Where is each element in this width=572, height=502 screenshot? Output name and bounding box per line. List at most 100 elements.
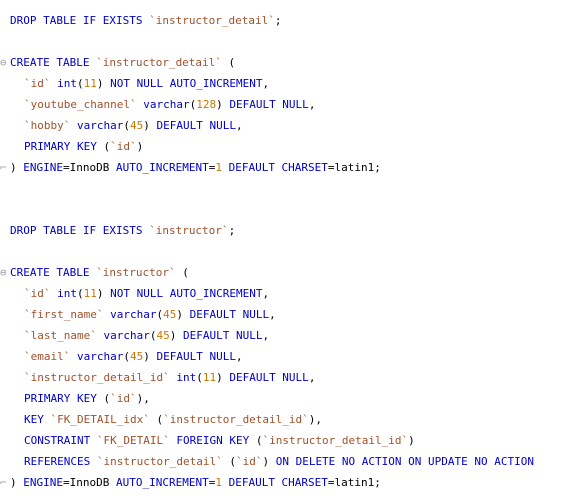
fold-collapse-icon[interactable]: ⊖ [0,266,7,279]
code-content: `instructor_detail_id` int(11) DEFAULT N… [10,367,315,388]
code-token-id: `id` [24,287,51,300]
code-content: REFERENCES `instructor_detail` (`id`) ON… [10,451,534,472]
code-content: `youtube_channel` varchar(128) DEFAULT N… [10,94,315,115]
code-token-id: `youtube_channel` [24,98,137,111]
code-token-kw: FOREIGN KEY [176,434,250,447]
code-token-pl: =InnoDB [63,161,116,174]
code-token-pl: ) [143,350,157,363]
code-token-pl: ) [10,476,24,489]
code-content: KEY `FK_DETAIL_idx` (`instructor_detail_… [10,409,322,430]
code-token-pl: ( [77,77,84,90]
code-token-pl [90,455,97,468]
code-token-num: 1 [215,161,222,174]
code-token-kw: varchar [143,98,190,111]
code-token-pl: ; [228,224,236,237]
code-token-id: `instructor_detail` [149,14,275,27]
code-token-pl: ( [221,56,236,69]
code-token-pl: ( [175,266,189,279]
code-token-pl: ( [123,350,130,363]
fold-collapse-icon[interactable]: ⊖ [0,56,7,69]
code-token-pl: ) [262,455,276,468]
code-token-kw: ENGINE [23,476,63,489]
fold-end-icon: ⌐ [0,476,7,489]
code-token-kw: AUTO_INCREMENT [115,161,209,174]
code-content: CREATE TABLE `instructor` ( [10,262,189,283]
code-token-kw: NOT NULL AUTO_INCREMENT [110,287,263,300]
code-token-pl: ) [216,98,230,111]
code-token-pl: ( [249,434,263,447]
code-token-kw: NOT NULL AUTO_INCREMENT [110,77,263,90]
code-token-num: 45 [163,308,177,321]
code-token-kw: varchar [76,350,124,363]
code-token-pl: , [262,77,270,90]
code-token-pl: ) [136,140,144,153]
code-token-pl: ) [216,371,230,384]
code-token-id: `instructor_detail_id` [262,434,409,447]
code-token-id: `last_name` [24,329,97,342]
code-token-kw: PRIMARY KEY [24,392,97,405]
code-token-kw: DEFAULT CHARSET [228,476,328,489]
code-token-kw: CREATE TABLE [10,56,97,69]
code-token-pl: ( [123,119,130,132]
code-token-kw: varchar [103,329,150,342]
code-token-pl: ) [10,161,24,174]
code-token-id: `id` [235,455,263,468]
code-token-pl: , [308,371,316,384]
code-token-id: `id` [24,77,51,90]
code-token-kw: DEFAULT NULL [229,98,309,111]
code-token-pl: ( [77,287,84,300]
code-token-num: 45 [156,329,170,342]
code-content: DROP TABLE IF EXISTS `instructor`; [10,220,235,241]
code-token-id: `instructor_detail_id` [163,413,309,426]
code-token-kw: ON DELETE NO ACTION ON UPDATE NO ACTION [275,455,534,468]
code-content: `email` varchar(45) DEFAULT NULL, [10,346,243,367]
code-token-num: 128 [196,98,217,111]
code-token-pl: =latin1; [327,476,381,489]
code-token-pl: ( [149,413,164,426]
code-token-pl: ( [156,308,164,321]
code-token-id: `FK_DETAIL` [96,434,170,447]
code-token-kw: AUTO_INCREMENT [115,476,209,489]
code-token-pl: ) [96,287,111,300]
code-content: ) ENGINE=InnoDB AUTO_INCREMENT=1 DEFAULT… [10,157,381,178]
code-token-id: `id` [110,140,137,153]
code-content: PRIMARY KEY (`id`) [10,136,143,157]
code-token-kw: CREATE TABLE [10,266,97,279]
code-token-kw: varchar [110,308,157,321]
code-token-pl: ( [196,371,203,384]
code-token-id: `first_name` [24,308,104,321]
code-token-pl: ), [136,392,150,405]
code-token-id: `hobby` [24,119,71,132]
code-token-kw: DEFAULT NULL [182,329,263,342]
code-token-pl [90,434,97,447]
code-token-kw: int [176,371,197,384]
code-content: CREATE TABLE `instructor_detail` ( [10,52,235,73]
code-token-num: 45 [129,119,144,132]
code-token-pl [70,350,77,363]
code-token-kw: int [57,77,77,90]
code-token-kw: int [57,287,77,300]
code-token-kw: KEY [24,413,44,426]
code-token-pl: =latin1; [327,161,381,174]
code-token-id: `instructor` [149,224,229,237]
code-token-kw: PRIMARY KEY [24,140,97,153]
code-token-pl [222,161,229,174]
code-token-pl: = [208,161,216,174]
code-content: `id` int(11) NOT NULL AUTO_INCREMENT, [10,283,269,304]
code-token-num: 45 [129,350,144,363]
code-token-pl: , [262,287,270,300]
code-token-id: `FK_DETAIL_idx` [50,413,150,426]
code-token-kw: DEFAULT NULL [229,371,309,384]
code-token-id: `instructor_detail` [96,455,223,468]
code-token-pl: ( [222,455,236,468]
code-token-id: `instructor_detail_id` [24,371,170,384]
code-token-pl: ), [308,413,323,426]
code-token-kw: CONSTRAINT [24,434,91,447]
code-token-pl: =InnoDB [63,476,116,489]
code-token-pl: ( [149,329,157,342]
code-token-pl: , [269,308,276,321]
code-content: CONSTRAINT `FK_DETAIL` FOREIGN KEY (`ins… [10,430,415,451]
code-token-pl: ( [96,392,111,405]
code-token-pl: ) [143,119,157,132]
